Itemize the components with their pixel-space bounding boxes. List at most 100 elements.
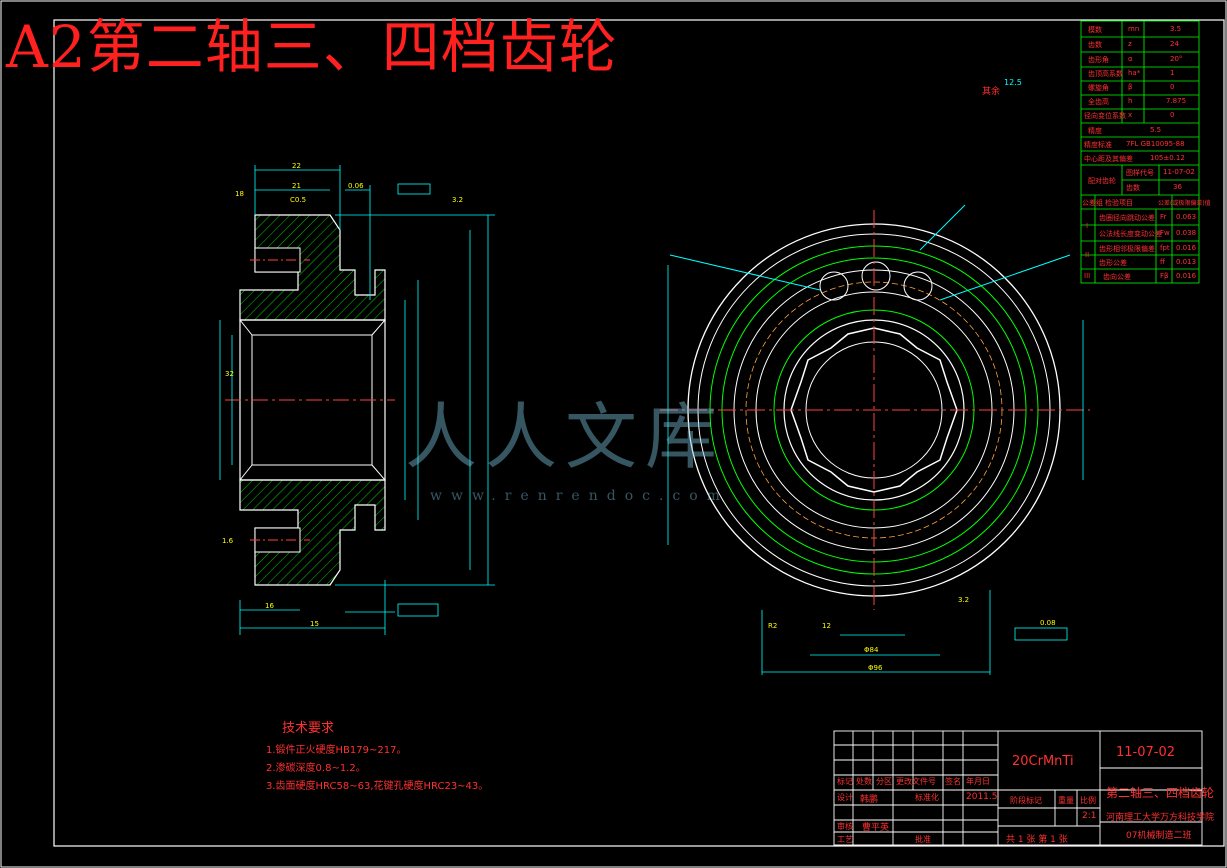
param-name: 全齿高 <box>1088 98 1109 106</box>
tb-label: 签名 <box>945 777 961 786</box>
watermark-text: 人人文库 <box>405 395 726 479</box>
date: 2011.5 <box>966 792 998 802</box>
roughness-note: 其余 <box>982 87 1001 97</box>
tb-label: 重量 <box>1058 796 1074 805</box>
param-value: 7.875 <box>1166 97 1187 105</box>
tol-group: I <box>1086 222 1089 230</box>
mating-teeth-label: 齿数 <box>1126 184 1140 192</box>
param-symbol: α <box>1128 55 1133 63</box>
part-name: 第二轴三、四档齿轮 <box>1106 786 1215 800</box>
param-name: 齿顶高系数 <box>1088 70 1123 78</box>
param-value: 0 <box>1170 83 1175 91</box>
mating-code: 11-07-02 <box>1163 168 1195 176</box>
tb-label: 年月日 <box>966 777 990 786</box>
param-value: 24 <box>1170 40 1179 48</box>
dim-label: 18 <box>235 190 244 198</box>
dim-label: 12 <box>822 622 831 630</box>
tb-label: 处数 <box>856 777 872 786</box>
drawing-number: 11-07-02 <box>1116 745 1176 760</box>
tech-req-item: 3.齿面硬度HRC58~63,花键孔硬度HRC23~43。 <box>266 781 489 792</box>
tol-item: 齿圈径向跳动公差 <box>1099 214 1155 222</box>
param-value: 3.5 <box>1170 25 1182 33</box>
param-symbol: ha* <box>1128 69 1141 77</box>
tol-value: 0.063 <box>1176 213 1197 221</box>
mating-teeth: 36 <box>1173 183 1182 191</box>
checker: 曹平英 <box>862 823 890 833</box>
tech-req-item: 1.锻件正火硬度HB179~217。 <box>266 745 407 756</box>
sheet-count: 共 1 张 第 1 张 <box>1006 835 1068 845</box>
dim-label: R2 <box>768 622 778 630</box>
mating-label: 配对齿轮 <box>1088 177 1116 185</box>
param-symbol: β <box>1128 83 1133 91</box>
center-distance-value: 105±0.12 <box>1150 154 1185 162</box>
scale: 2:1 <box>1082 811 1097 821</box>
school: 河南理工大学万方科技学院 <box>1106 813 1215 823</box>
dim-label: 32 <box>225 370 234 378</box>
drawing-title: A2第二轴三、四档齿轮 <box>6 13 618 81</box>
tol-item: 公法线长度变动公差 <box>1099 230 1162 238</box>
tb-label: 分区 <box>876 777 892 786</box>
dim-label: 0.08 <box>1040 619 1056 627</box>
precision-value: 5.5 <box>1150 126 1162 134</box>
dim-label: Φ96 <box>868 664 883 672</box>
tol-head-value: 公差(或极限偏差)值 <box>1158 200 1211 207</box>
dim-label: 1.6 <box>222 537 234 545</box>
tol-item: 齿向公差 <box>1103 273 1131 281</box>
tol-value: 0.013 <box>1176 258 1197 266</box>
param-symbol: x <box>1128 111 1133 119</box>
param-name: 齿形角 <box>1088 56 1109 64</box>
tol-value: 0.016 <box>1176 272 1197 280</box>
title-block <box>833 730 1203 846</box>
tb-label: 工艺 <box>837 835 853 844</box>
param-symbol: z <box>1128 40 1132 48</box>
center-distance-label: 中心距及其偏差 <box>1084 155 1133 163</box>
tb-label: 比例 <box>1080 796 1096 805</box>
dim-label: 3.2 <box>958 596 970 604</box>
param-name: 齿数 <box>1088 41 1102 49</box>
param-name: 径向变位系数 <box>1084 112 1126 120</box>
tol-value: 0.016 <box>1176 244 1197 252</box>
tol-group: III <box>1084 272 1091 280</box>
param-value: 0 <box>1170 111 1175 119</box>
tb-label: 更改文件号 <box>896 777 936 786</box>
inner-frame <box>53 19 1225 847</box>
tol-sym: Fw <box>1160 229 1170 237</box>
dim-label: Φ84 <box>864 646 879 654</box>
param-symbol: h <box>1128 97 1133 105</box>
material: 20CrMnTi <box>1012 754 1074 769</box>
tech-req-title: 技术要求 <box>282 721 335 736</box>
dim-label: 21 <box>292 182 301 190</box>
tol-item: 齿形相邻极限偏差 <box>1099 245 1155 253</box>
tb-label: 批准 <box>915 835 931 844</box>
mating-code-label: 图样代号 <box>1126 169 1154 177</box>
dim-label: 16 <box>265 602 274 610</box>
dim-label: 22 <box>292 162 301 170</box>
param-symbol: mn <box>1128 25 1140 33</box>
precision-std-value: 7FL GB10095-88 <box>1126 140 1185 148</box>
tol-sym: fpt <box>1160 244 1170 252</box>
watermark-url: www.renrendoc.com <box>430 488 729 504</box>
tol-item: 齿形公差 <box>1099 259 1127 267</box>
tb-label: 标记 <box>837 777 853 786</box>
tol-head-group: 公差组 <box>1082 199 1103 207</box>
tol-sym: ff <box>1160 258 1165 266</box>
roughness-value: 12.5 <box>1004 78 1022 87</box>
dim-label: C0.5 <box>290 196 307 204</box>
tb-label: 标准化 <box>915 793 939 802</box>
precision-label: 精度 <box>1088 127 1102 135</box>
tol-sym: Fr <box>1160 213 1167 221</box>
tb-label: 设计 <box>837 793 853 802</box>
end-view <box>660 204 1090 675</box>
dim-label: 15 <box>310 620 319 628</box>
param-value: 20° <box>1170 55 1183 63</box>
param-value: 1 <box>1170 69 1175 77</box>
section-view <box>219 165 495 635</box>
designer: 韩鹏 <box>860 795 879 805</box>
gear-parameter-table <box>1080 20 1200 284</box>
tol-sym: Fβ <box>1160 272 1169 280</box>
tb-label: 审核 <box>837 822 853 831</box>
precision-std-label: 精度标准 <box>1084 141 1112 149</box>
tech-req-item: 2.渗碳深度0.8~1.2。 <box>266 763 366 774</box>
